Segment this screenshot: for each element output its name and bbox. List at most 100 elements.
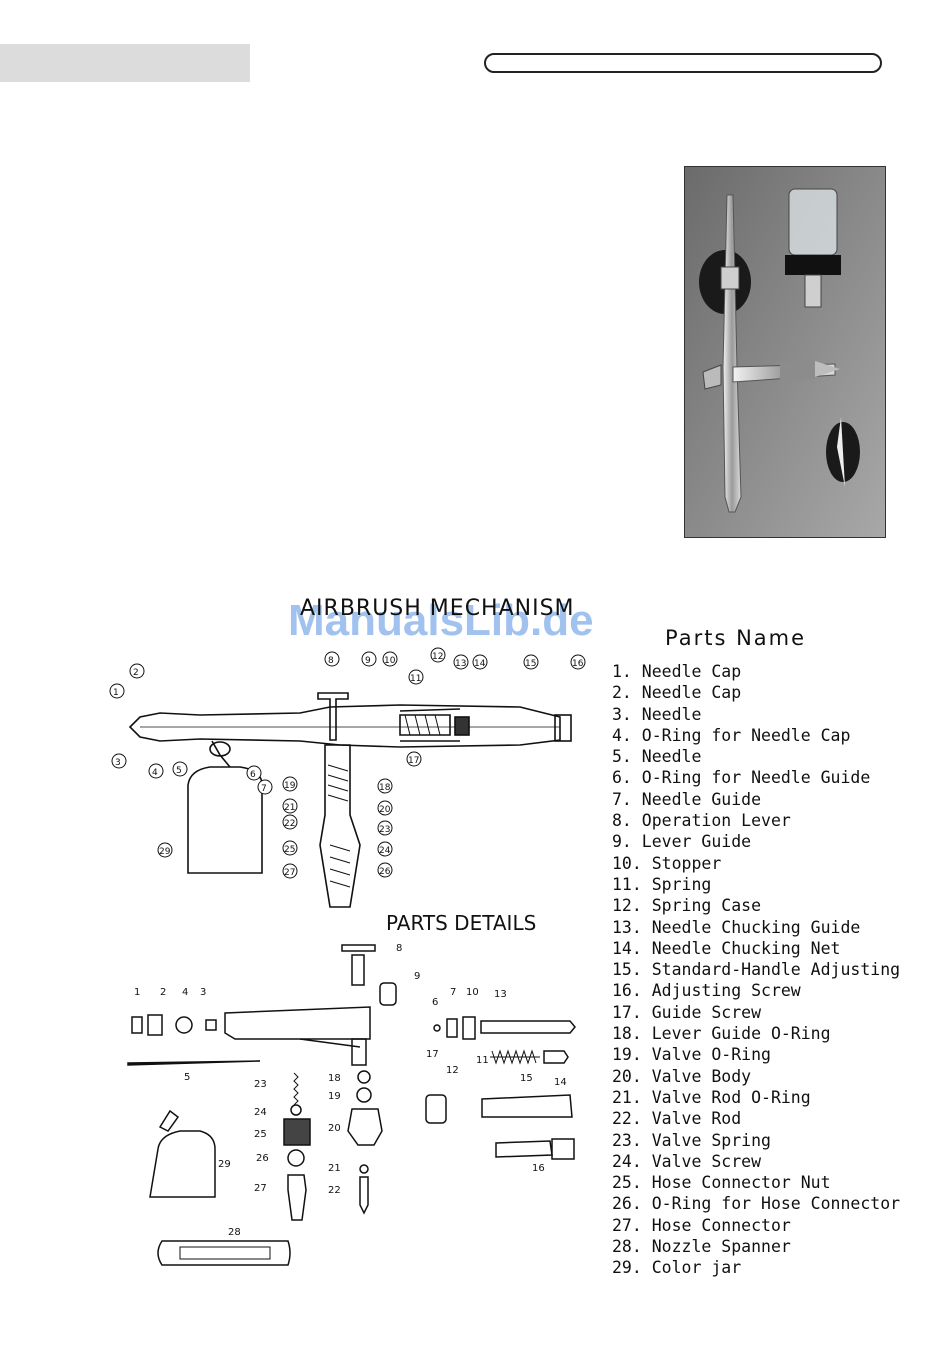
detail-label-19: 19 <box>328 1091 341 1102</box>
svg-text:24: 24 <box>379 846 391 856</box>
svg-text:27: 27 <box>284 868 295 878</box>
parts-list-item: 19. Valve O-Ring <box>612 1045 771 1065</box>
parts-list-item: 4. O-Ring for Needle Cap <box>612 725 851 745</box>
callout-23: 23 <box>377 820 393 836</box>
svg-text:1: 1 <box>113 688 119 698</box>
callout-3: 3 <box>111 753 127 769</box>
detail-label-5: 5 <box>184 1072 190 1083</box>
parts-details-diagram: 1 2 4 3 5 6 7 8 9 10 11 12 13 14 15 16 1… <box>127 943 576 1266</box>
callout-11: 11 <box>408 669 424 685</box>
callout-6: 6 <box>246 765 262 781</box>
parts-list-item: 13. Needle Chucking Guide <box>612 917 861 937</box>
svg-text:17: 17 <box>408 756 419 766</box>
callout-26: 26 <box>377 862 393 878</box>
detail-label-12: 12 <box>446 1065 459 1076</box>
svg-text:14: 14 <box>474 659 486 669</box>
parts-list-item: 16. Adjusting Screw <box>612 981 801 1001</box>
svg-text:9: 9 <box>365 656 371 666</box>
detail-label-9: 9 <box>414 971 420 982</box>
detail-label-24: 24 <box>254 1107 267 1118</box>
parts-list-item: 29. Color jar <box>612 1258 742 1278</box>
detail-label-21: 21 <box>328 1163 341 1174</box>
detail-label-1: 1 <box>134 987 140 998</box>
parts-list-item: 2. Needle Cap <box>612 683 742 703</box>
detail-label-29: 29 <box>218 1159 231 1170</box>
svg-text:16: 16 <box>572 659 584 669</box>
callout-21: 21 <box>282 798 298 814</box>
parts-list: 1. Needle Cap 2. Needle Cap 3. Needle 4.… <box>612 661 901 1279</box>
svg-text:11: 11 <box>410 674 421 684</box>
detail-label-11: 11 <box>476 1055 489 1066</box>
callout-15: 15 <box>523 654 539 670</box>
detail-label-16: 16 <box>532 1163 545 1174</box>
callout-20: 20 <box>377 800 393 816</box>
mechanism-title: AIRBRUSH MECHANISM <box>300 596 575 621</box>
callout-9: 9 <box>361 651 377 667</box>
detail-label-13: 13 <box>494 989 507 1000</box>
mechanism-diagram: 1 2 3 4 5 6 7 8 9 10 11 12 13 14 15 16 1… <box>109 647 586 908</box>
svg-text:22: 22 <box>284 819 295 829</box>
detail-label-22: 22 <box>328 1185 341 1196</box>
parts-list-item: 7. Needle Guide <box>612 789 762 809</box>
parts-list-item: 6. O-Ring for Needle Guide <box>612 768 871 788</box>
watermark: ManualsLib.de <box>288 596 594 645</box>
detail-label-3: 3 <box>200 987 206 998</box>
callout-13: 13 <box>453 654 469 670</box>
svg-text:8: 8 <box>328 656 334 666</box>
detail-label-23: 23 <box>254 1079 267 1090</box>
detail-label-14: 14 <box>554 1077 567 1088</box>
detail-label-26: 26 <box>256 1153 269 1164</box>
detail-label-10: 10 <box>466 987 479 998</box>
callout-22: 22 <box>282 814 298 830</box>
parts-details-title: PARTS DETAILS <box>386 911 537 935</box>
parts-list-item: 14. Needle Chucking Net <box>612 938 841 958</box>
detail-label-8: 8 <box>396 943 402 954</box>
parts-name-heading: Parts Name <box>665 626 807 650</box>
svg-text:4: 4 <box>152 768 158 778</box>
svg-text:13: 13 <box>455 659 466 669</box>
callout-1: 1 <box>109 683 125 699</box>
parts-list-item: 25. Hose Connector Nut <box>612 1173 831 1193</box>
parts-list-item: 21. Valve Rod O-Ring <box>612 1087 811 1107</box>
parts-list-item: 11. Spring <box>612 874 712 894</box>
parts-list-item: 12. Spring Case <box>612 896 762 916</box>
callout-2: 2 <box>129 663 145 679</box>
parts-list-item: 8. Operation Lever <box>612 811 791 831</box>
detail-label-2: 2 <box>160 987 166 998</box>
parts-list-item: 18. Lever Guide O-Ring <box>612 1024 831 1044</box>
detail-label-18: 18 <box>328 1073 341 1084</box>
callout-17: 17 <box>406 751 422 767</box>
callout-10: 10 <box>382 651 398 667</box>
header-title-box <box>484 53 882 73</box>
detail-label-27: 27 <box>254 1183 267 1194</box>
parts-list-item: 15. Standard-Handle Adjusting <box>612 960 901 980</box>
detail-label-4: 4 <box>182 987 188 998</box>
parts-list-item: 24. Valve Screw <box>612 1151 762 1171</box>
svg-text:15: 15 <box>525 659 536 669</box>
svg-text:25: 25 <box>284 845 295 855</box>
svg-text:7: 7 <box>261 784 267 794</box>
detail-label-17: 17 <box>426 1049 439 1060</box>
callout-16: 16 <box>570 654 586 670</box>
svg-text:6: 6 <box>250 770 256 780</box>
detail-label-28: 28 <box>228 1227 241 1238</box>
callout-25: 25 <box>282 840 298 856</box>
callout-19: 19 <box>282 776 298 792</box>
svg-text:12: 12 <box>432 652 443 662</box>
callout-18: 18 <box>377 778 393 794</box>
svg-text:29: 29 <box>159 847 171 857</box>
callout-12: 12 <box>430 647 446 663</box>
svg-text:5: 5 <box>176 766 182 776</box>
parts-list-item: 17. Guide Screw <box>612 1002 762 1022</box>
parts-list-item: 28. Nozzle Spanner <box>612 1237 791 1257</box>
callout-14: 14 <box>472 654 488 670</box>
svg-text:20: 20 <box>379 805 391 815</box>
svg-text:3: 3 <box>115 758 121 768</box>
parts-list-item: 20. Valve Body <box>612 1066 752 1086</box>
callout-24: 24 <box>377 841 393 857</box>
parts-list-item: 27. Hose Connector <box>612 1215 791 1235</box>
parts-list-item: 3. Needle <box>612 704 702 724</box>
callout-4: 4 <box>148 763 164 779</box>
svg-text:19: 19 <box>284 781 296 791</box>
detail-label-15: 15 <box>520 1073 533 1084</box>
